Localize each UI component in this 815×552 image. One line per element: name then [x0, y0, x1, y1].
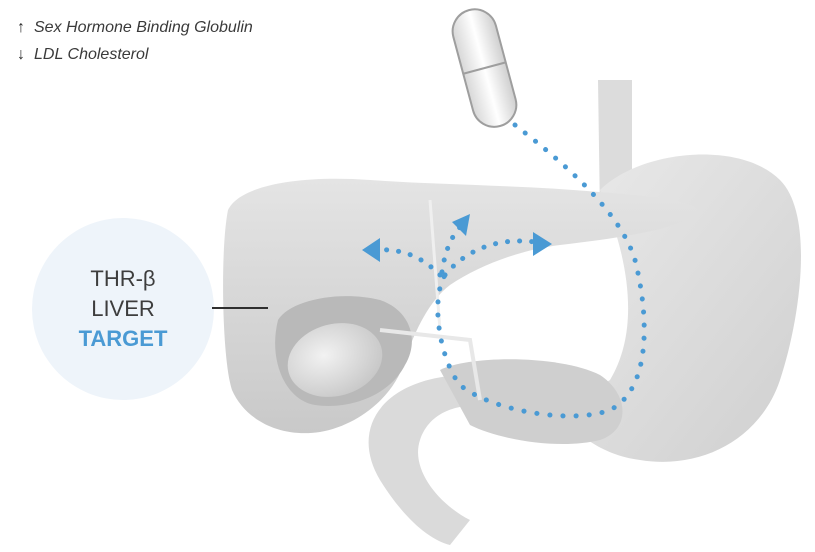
target-connector-line [212, 307, 268, 309]
target-line-2: LIVER [91, 294, 155, 324]
target-line-3: TARGET [79, 324, 168, 354]
target-bubble: THR-β LIVER TARGET [32, 218, 214, 400]
target-line-1: THR-β [90, 264, 155, 294]
pancreas-shape [440, 359, 623, 444]
capsule-icon [448, 4, 522, 131]
